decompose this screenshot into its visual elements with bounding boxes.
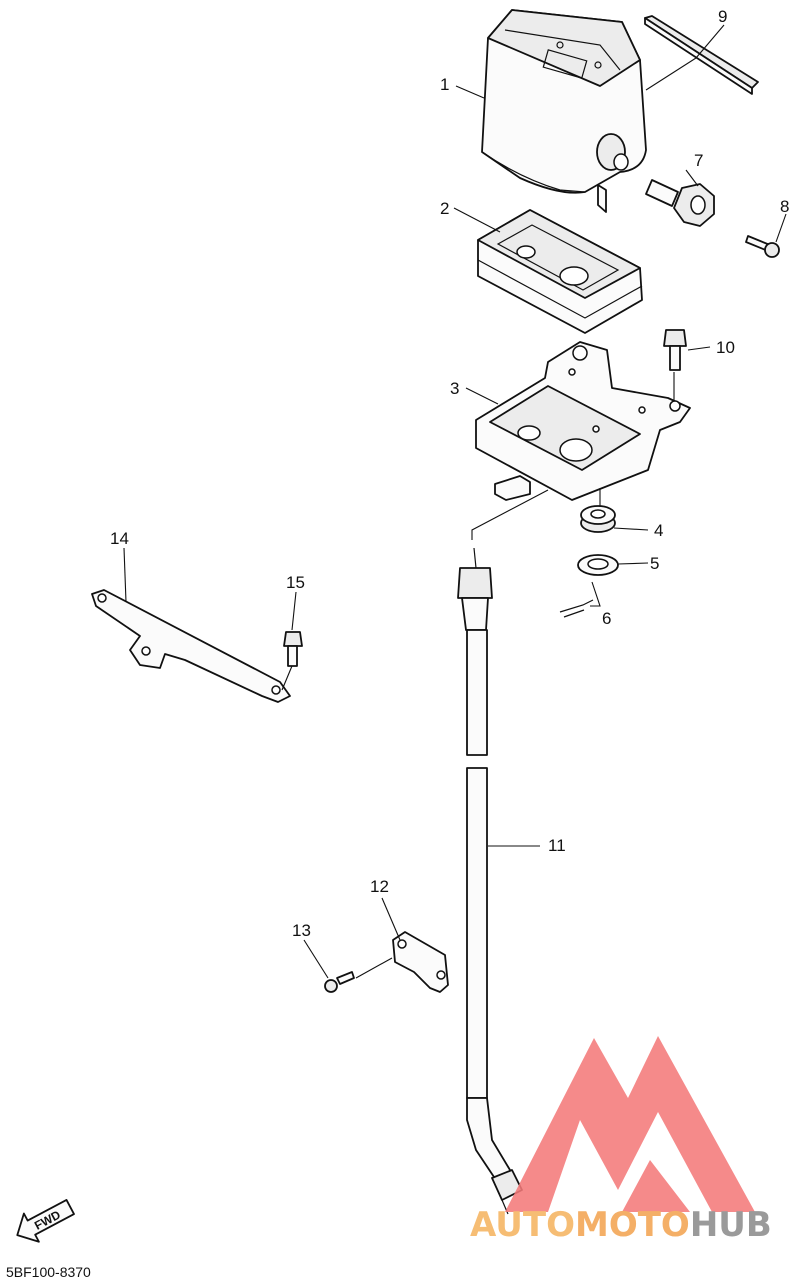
part-2-cushion[interactable] [477, 209, 643, 334]
part-7-drive-gear[interactable] [645, 179, 715, 227]
watermark-logo: AUTOMOTOHUB [470, 1036, 772, 1245]
part-14-stay[interactable] [91, 589, 291, 703]
part-5-washer[interactable] [577, 554, 619, 576]
callout-5: 5 [650, 554, 659, 573]
callout-14: 14 [110, 529, 129, 548]
part-3-bracket[interactable] [475, 341, 691, 501]
forward-arrow: FWD [16, 1199, 75, 1243]
callout-3: 3 [450, 379, 459, 398]
leader-lines [123, 24, 787, 979]
part-6-clip[interactable] [559, 599, 594, 618]
callout-8: 8 [780, 197, 789, 216]
callout-6: 6 [602, 609, 611, 628]
callout-11: 11 [548, 836, 566, 855]
callout-10: 10 [716, 338, 735, 357]
part-4-grommet[interactable] [580, 505, 616, 533]
callout-15: 15 [286, 573, 305, 592]
callout-12: 12 [370, 877, 389, 896]
part-12-cable-holder[interactable] [392, 931, 449, 993]
callout-4: 4 [654, 521, 663, 540]
part-9-strip[interactable] [644, 15, 759, 95]
watermark-text-moto: MOTO [575, 1205, 690, 1245]
callout-13: 13 [292, 921, 311, 940]
callout-1: 1 [440, 75, 449, 94]
watermark-triangle-mark [505, 1036, 755, 1212]
callout-9: 9 [718, 7, 727, 26]
callout-2: 2 [440, 199, 449, 218]
svg-text:AUTOMOTOHUB: AUTOMOTOHUB [470, 1205, 772, 1245]
callout-7: 7 [694, 151, 703, 170]
watermark-text-hub: HUB [690, 1205, 772, 1245]
part-8-screw[interactable] [745, 235, 780, 258]
diagram-code: 5BF100-8370 [6, 1264, 91, 1280]
part-11-cable[interactable] [457, 547, 523, 1215]
part-10-bolt[interactable] [663, 329, 687, 371]
part-15-bolt[interactable] [283, 631, 303, 667]
part-1-meter-housing[interactable] [481, 9, 647, 213]
part-13-screw[interactable] [324, 971, 355, 993]
watermark-text-auto: AUTO [470, 1205, 575, 1245]
